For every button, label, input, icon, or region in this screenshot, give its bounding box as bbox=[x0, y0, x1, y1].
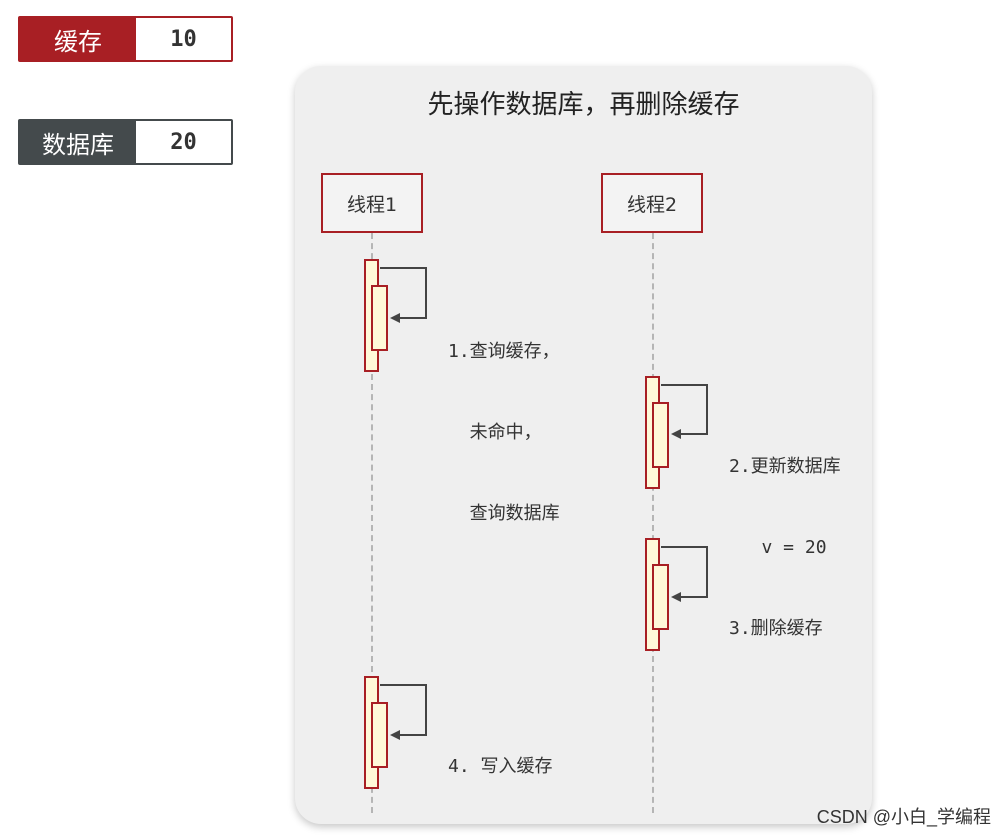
activation-inner-step-2 bbox=[652, 402, 669, 468]
diagram-title: 先操作数据库，再删除缓存 bbox=[427, 90, 740, 120]
step-4-note: 4. 写入缓存 bbox=[448, 699, 553, 807]
database-value-box: 数据库 20 bbox=[18, 119, 233, 165]
step-1-line-1: 1.查询缓存， bbox=[448, 341, 560, 362]
step-4-line-1: 4. 写入缓存 bbox=[448, 756, 553, 777]
step-3-line-1: 3.删除缓存 bbox=[729, 618, 823, 639]
step-3-note: 3.删除缓存 bbox=[729, 561, 823, 669]
step-2-note: 2.更新数据库 v = 20 bbox=[729, 399, 841, 588]
step-1-line-2: 未命中， bbox=[448, 422, 542, 443]
watermark: CSDN @小白_学编程 bbox=[816, 807, 991, 827]
cache-value: 10 bbox=[136, 18, 231, 60]
cache-label: 缓存 bbox=[20, 18, 136, 60]
step-2-line-2: v = 20 bbox=[729, 537, 827, 558]
step-1-note: 1.查询缓存， 未命中， 查询数据库 bbox=[448, 284, 560, 554]
lifeline-thread-1 bbox=[371, 233, 373, 813]
database-label: 数据库 bbox=[20, 121, 136, 163]
actor-thread-1: 线程1 bbox=[321, 173, 423, 233]
step-1-line-3: 查询数据库 bbox=[448, 503, 560, 524]
activation-inner-step-4 bbox=[371, 702, 388, 768]
lifeline-thread-2 bbox=[652, 233, 654, 813]
step-2-line-1: 2.更新数据库 bbox=[729, 456, 841, 477]
database-value: 20 bbox=[136, 121, 231, 163]
actor-thread-2: 线程2 bbox=[601, 173, 703, 233]
activation-inner-step-1 bbox=[371, 285, 388, 351]
cache-value-box: 缓存 10 bbox=[18, 16, 233, 62]
activation-inner-step-3 bbox=[652, 564, 669, 630]
